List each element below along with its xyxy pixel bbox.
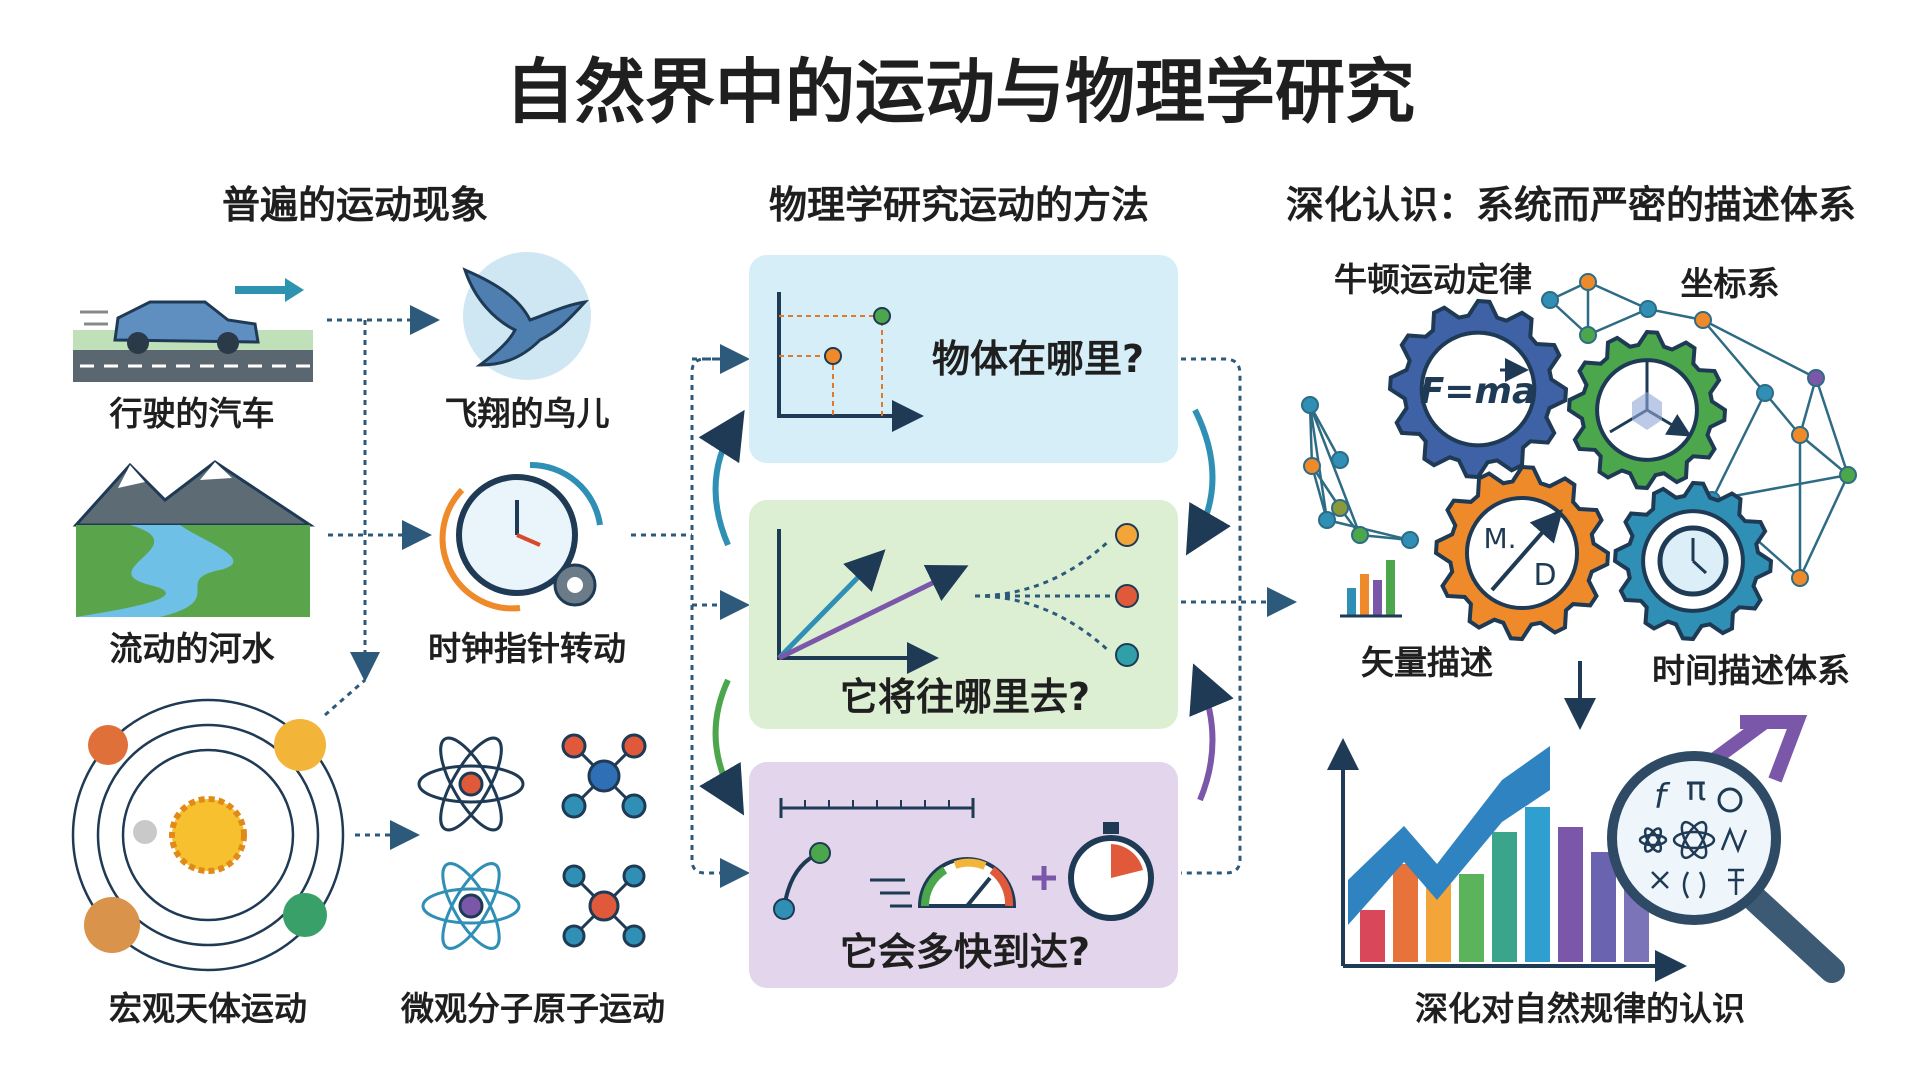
chart-bar	[1591, 852, 1616, 962]
network-node	[1351, 526, 1369, 544]
chart-bar	[1393, 864, 1418, 962]
magnifier-icon: f π	[1607, 751, 1845, 983]
network-node	[1839, 466, 1857, 484]
network-edge	[1587, 307, 1649, 337]
question-speed: 它会多快到达?	[840, 930, 1090, 974]
label-river: 流动的河水	[110, 629, 276, 668]
network-node	[1318, 511, 1336, 529]
growth-chart-icon	[1327, 715, 1808, 982]
gear-contents: F=ma M. D	[1340, 358, 1729, 618]
solar-system-icon	[71, 698, 345, 972]
network-node	[1791, 569, 1809, 587]
network-edge	[1310, 465, 1329, 521]
section-header-methods: 物理学研究运动的方法	[769, 183, 1149, 227]
chart-bar	[1459, 874, 1484, 962]
chart-bar	[1492, 832, 1517, 962]
network-node	[1303, 457, 1321, 475]
network-edge	[1764, 392, 1801, 436]
bird-icon	[462, 252, 591, 380]
network-edge	[1647, 307, 1704, 322]
connector-arrows	[324, 305, 1297, 888]
section-header-system: 深化认识：系统而严密的描述体系	[1286, 183, 1856, 227]
atom-molecule-icon	[417, 733, 647, 950]
method-box-speed: 它会多快到达?	[749, 762, 1178, 988]
vector-d: D	[1533, 558, 1556, 593]
clock-icon	[439, 461, 603, 612]
network-node	[1579, 326, 1597, 344]
label-conclusion: 深化对自然规律的认识	[1415, 989, 1745, 1028]
network-edge	[1798, 377, 1818, 436]
network-node	[1401, 531, 1419, 549]
label-bird: 飞翔的鸟儿	[445, 394, 610, 433]
network-node	[1301, 396, 1319, 414]
symbol-pi: π	[1686, 769, 1706, 809]
network-node	[1639, 300, 1657, 318]
car-icon	[73, 278, 313, 382]
network-node	[1331, 499, 1349, 517]
network-edge	[1587, 280, 1649, 311]
label-coordinates: 坐标系	[1681, 264, 1780, 303]
chart-bar	[1360, 910, 1385, 962]
network-edge	[1702, 318, 1817, 380]
method-box-direction: 它将往哪里去?	[749, 500, 1178, 729]
label-vector: 矢量描述	[1361, 643, 1493, 682]
network-node	[1694, 311, 1712, 329]
label-car: 行驶的汽车	[109, 394, 275, 433]
network-edge	[1326, 518, 1411, 542]
gear-newton-icon	[1387, 298, 1569, 480]
network-node	[1331, 451, 1349, 469]
chart-bar	[1558, 827, 1583, 962]
label-clock: 时钟指针转动	[428, 629, 626, 668]
network-node	[1807, 369, 1825, 387]
vector-m: M.	[1483, 522, 1516, 555]
network-edge	[1702, 319, 1766, 394]
network-edge	[1710, 392, 1767, 501]
network-node	[1541, 291, 1559, 309]
network-node	[1756, 384, 1774, 402]
page-title: 自然界中的运动与物理学研究	[505, 51, 1415, 133]
bar-chart-icon	[1340, 560, 1402, 618]
cycle-arrows	[698, 408, 1234, 816]
formula-newton: F=ma	[1420, 371, 1537, 412]
network-edge	[1308, 404, 1362, 536]
label-micro: 微观分子原子运动	[400, 989, 665, 1028]
chart-bar	[1525, 807, 1550, 962]
label-solar: 宏观天体运动	[109, 989, 307, 1028]
network-node	[1791, 426, 1809, 444]
question-where: 物体在哪里?	[932, 337, 1144, 381]
network-node	[1579, 273, 1597, 291]
question-direction: 它将往哪里去?	[840, 675, 1090, 719]
section-header-phenomena: 普遍的运动现象	[222, 183, 488, 227]
label-newton: 牛顿运动定律	[1334, 260, 1532, 299]
network-edge	[1799, 434, 1849, 476]
river-icon	[72, 460, 315, 617]
network-edge	[1814, 377, 1850, 476]
network-edge	[1798, 474, 1850, 579]
method-box-position: 物体在哪里?	[749, 255, 1178, 463]
network-edge	[1308, 404, 1342, 461]
label-time: 时间描述体系	[1652, 651, 1850, 690]
